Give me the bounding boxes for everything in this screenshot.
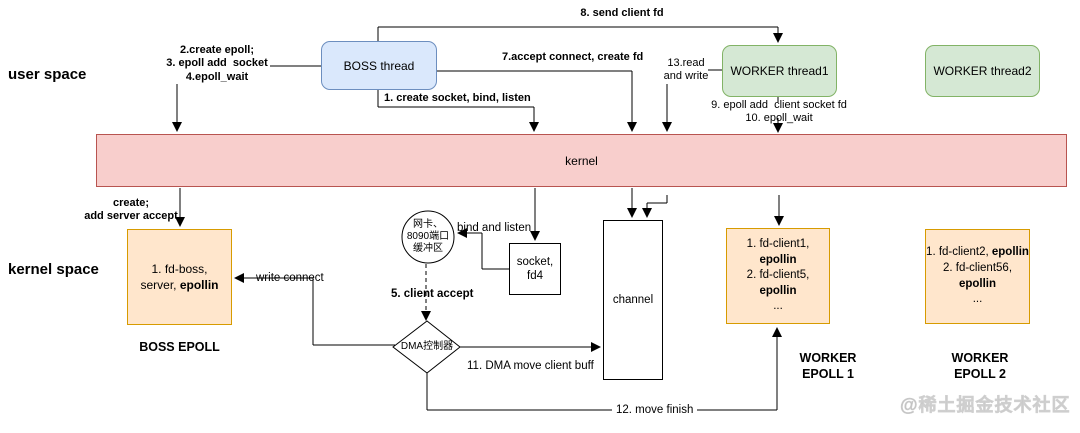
boss-epoll-line1: 1. fd-boss, xyxy=(151,261,208,276)
flow-move-finish xyxy=(426,327,782,411)
bind-listen-label: bind and listen xyxy=(457,222,532,234)
write-connect-label: write connect xyxy=(256,272,324,284)
worker-epoll2-row1: 1. fd-client2, xyxy=(926,246,992,259)
nic-buffer-circle xyxy=(401,210,455,264)
worker-epoll2-row2-epollin: epollin xyxy=(958,277,997,290)
worker-thread2-label: WORKER thread2 xyxy=(933,64,1032,78)
flow-client-accept xyxy=(421,264,431,321)
steps-910-label: 9. epoll add client socket fd 10. epoll_… xyxy=(711,99,847,125)
create-accept-label: create; add server accept xyxy=(84,197,178,223)
step-13-label: 13.read and write xyxy=(663,57,709,83)
nic-buffer-label: 网卡、 8090端口 缓冲区 xyxy=(406,219,450,254)
steps-234-label: 2.create epoll; 3. epoll add socket 4.ep… xyxy=(166,44,268,83)
worker-epoll2-row3: ... xyxy=(972,293,983,306)
boss-thread-box: BOSS thread xyxy=(321,41,437,90)
worker-epoll1-row1-epollin: epollin xyxy=(759,253,797,266)
kernel-band: kernel xyxy=(96,134,1067,187)
flow-to-worker-epoll1 xyxy=(774,195,784,226)
channel-box: channel xyxy=(603,220,663,380)
dma-controller-diamond xyxy=(392,320,461,374)
flow-to-socket xyxy=(530,188,540,241)
worker-epoll1-caption: WORKER EPOLL 1 xyxy=(799,351,857,381)
worker-epoll2-caption: WORKER EPOLL 2 xyxy=(951,351,1009,381)
boss-epoll-epollin: epollin xyxy=(179,278,219,292)
flow-create-epoll xyxy=(172,65,321,132)
worker-epoll1-row2-epollin: epollin xyxy=(759,284,797,297)
kernel-space-label: kernel space xyxy=(8,261,99,278)
boss-thread-label: BOSS thread xyxy=(343,58,415,73)
channel-label: channel xyxy=(612,293,654,306)
flow-write-connect xyxy=(234,273,395,346)
worker-thread2-box: WORKER thread2 xyxy=(925,45,1040,97)
worker-epoll1-row1: 1. fd-client1, xyxy=(746,238,810,251)
boss-epoll-caption: BOSS EPOLL xyxy=(139,340,220,354)
worker-epoll2-row1-epollin: epollin xyxy=(991,246,1029,259)
flow-epoll-wait-worker xyxy=(773,97,783,133)
flow-send-client-fd xyxy=(377,26,783,43)
worker-epoll1-row2: 2. fd-client5, xyxy=(746,269,810,282)
socket-fd4-label: socket, fd4 xyxy=(516,255,554,282)
watermark: @稀土掘金技术社区 xyxy=(900,395,1071,415)
flow-accept-connect xyxy=(437,70,637,132)
step-1-label: 1. create socket, bind, listen xyxy=(384,92,531,104)
flow-read-write xyxy=(662,69,722,132)
dma-controller-label: DMA控制器 xyxy=(400,341,454,352)
worker-epoll1-row3: ... xyxy=(773,300,783,313)
user-space-label: user space xyxy=(8,66,87,83)
boss-epoll-box: 1. fd-boss, server, epollin xyxy=(127,229,232,325)
step-5-label: 5. client accept xyxy=(391,288,474,300)
flow-bind-listen xyxy=(457,228,509,270)
flow-create-socket xyxy=(377,90,539,132)
worker-thread1-box: WORKER thread1 xyxy=(722,45,837,97)
socket-fd4-box: socket, fd4 xyxy=(509,243,561,295)
worker-epoll2-box: 1. fd-client2, epollin 2. fd-client56, e… xyxy=(925,229,1030,324)
flow-dma-move xyxy=(459,342,601,352)
step-11-label: 11. DMA move client buff xyxy=(467,360,594,372)
worker-thread1-label: WORKER thread1 xyxy=(730,64,829,78)
worker-epoll1-box: 1. fd-client1, epollin 2. fd-client5, ep… xyxy=(726,228,830,324)
flow-create-add-server xyxy=(175,188,185,227)
worker-epoll2-row2: 2. fd-client56, xyxy=(942,261,1013,274)
step-7-label: 7.accept connect, create fd xyxy=(502,51,644,63)
boss-epoll-line2: server, xyxy=(140,278,180,292)
kernel-label: kernel xyxy=(565,153,598,168)
flow-to-channel xyxy=(627,188,668,218)
step-8-label: 8. send client fd xyxy=(580,7,664,19)
step-12-label: 12. move finish xyxy=(612,403,698,418)
